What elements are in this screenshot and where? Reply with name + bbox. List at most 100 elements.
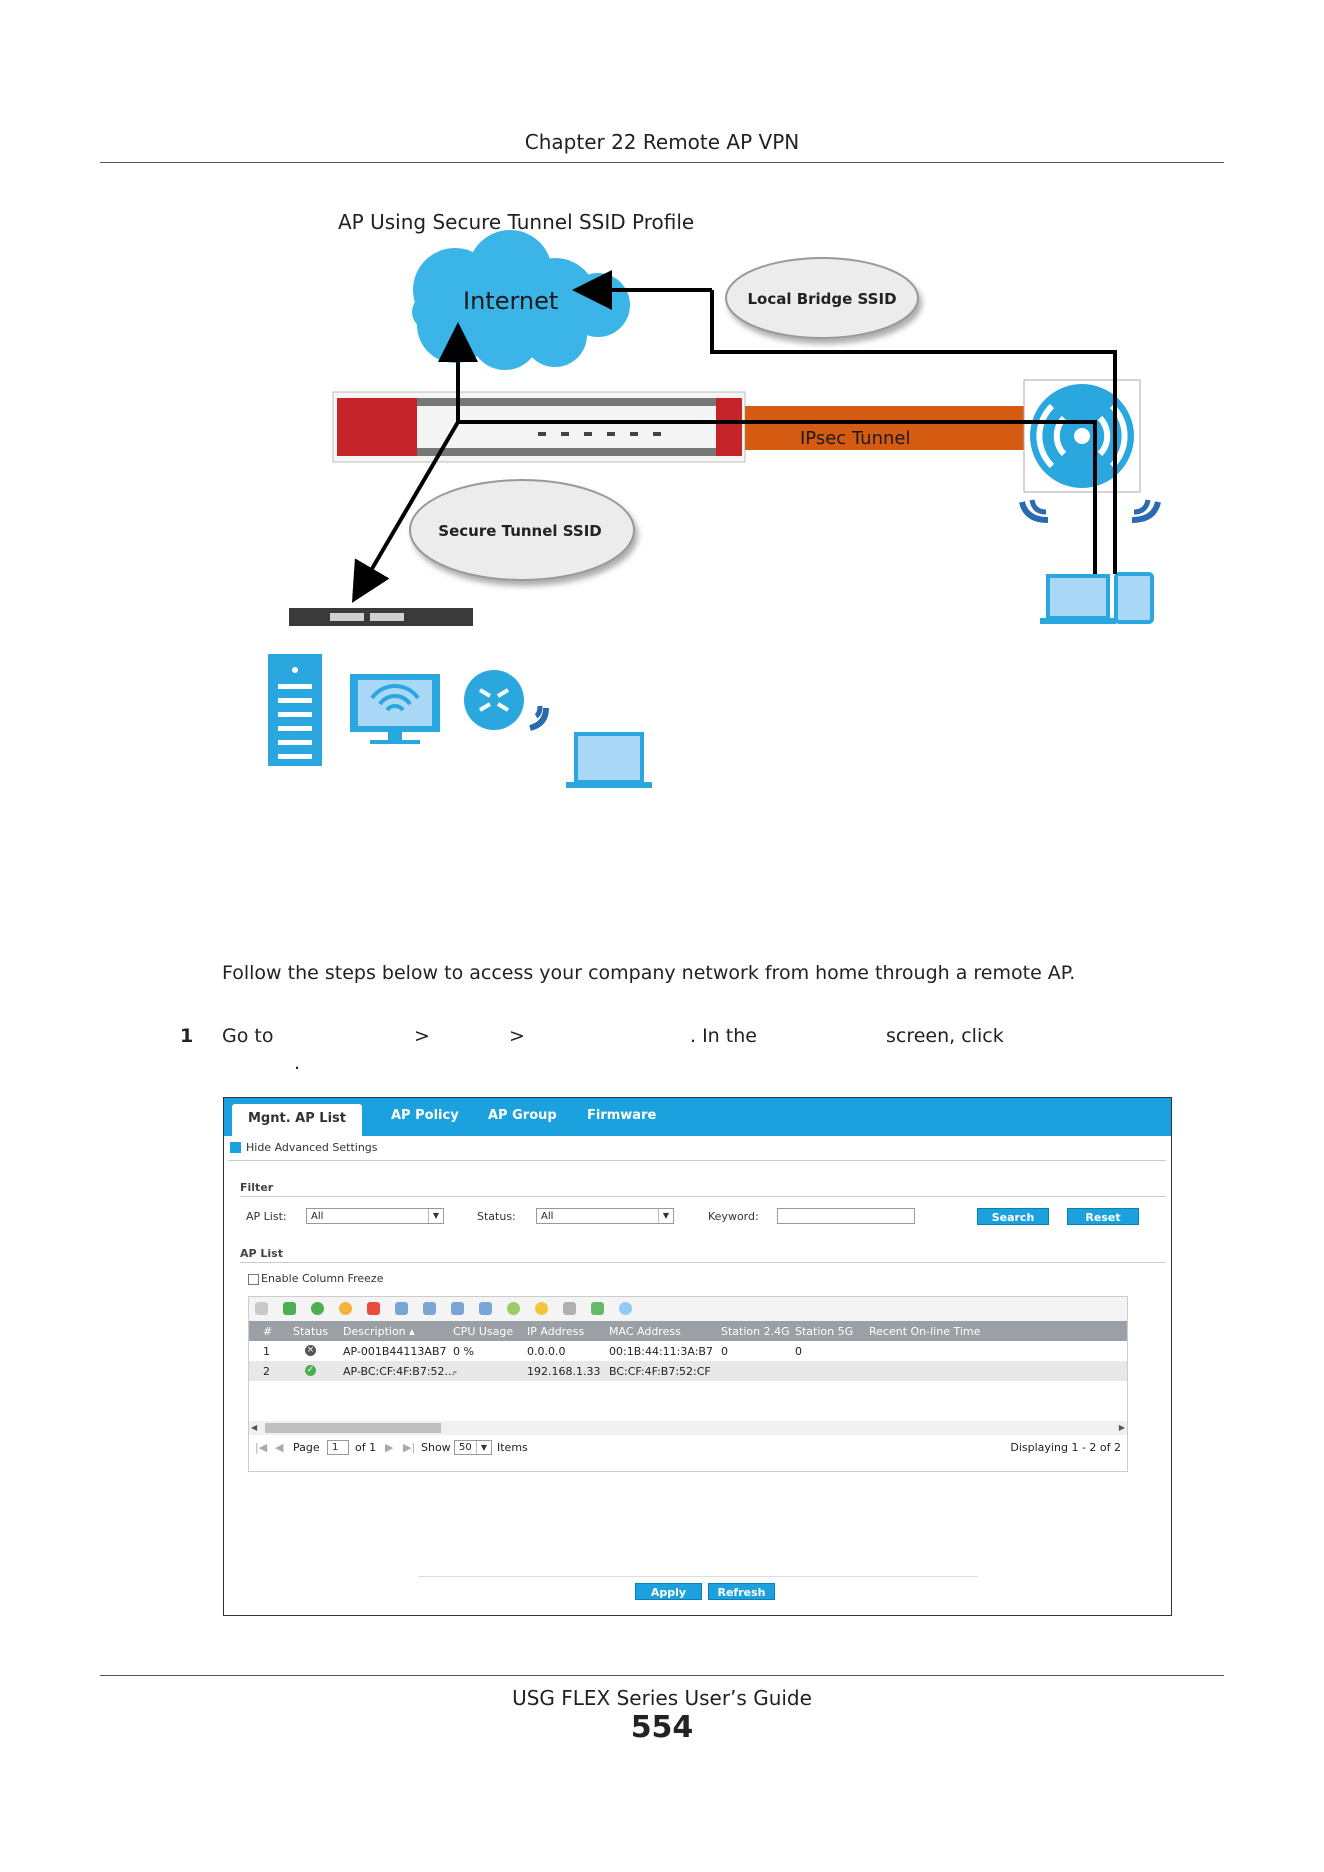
table-header: # Status Description ▴ CPU Usage IP Addr… bbox=[249, 1321, 1127, 1341]
step-go-to: Go to bbox=[222, 1025, 274, 1047]
ap-list-label: AP List: bbox=[246, 1210, 287, 1223]
last-page-icon[interactable]: ▶| bbox=[403, 1441, 416, 1454]
inactivate-icon[interactable] bbox=[339, 1302, 352, 1315]
search-button[interactable]: Search bbox=[977, 1208, 1049, 1225]
remote-laptop-icon bbox=[1040, 574, 1116, 624]
table-row[interactable]: 2 ✓ AP-BC:CF:4F:B7:52... - 192.168.1.33 … bbox=[249, 1361, 1127, 1381]
tag-icon[interactable] bbox=[563, 1302, 576, 1315]
first-page-icon[interactable]: |◀ bbox=[255, 1441, 268, 1454]
page-size-select[interactable]: 50 ▼ bbox=[454, 1440, 492, 1455]
local-laptop-icon bbox=[566, 732, 652, 788]
col-description[interactable]: Description ▴ bbox=[343, 1325, 415, 1338]
secure-tunnel-line bbox=[458, 420, 1097, 574]
col-station-5g[interactable]: Station 5G bbox=[795, 1325, 854, 1338]
pager: |◀ ◀ Page 1 of 1 ▶ ▶| Show 50▼ Items Dis… bbox=[249, 1437, 1127, 1459]
displaying-label: Displaying 1 - 2 of 2 bbox=[1010, 1441, 1121, 1454]
edit-icon[interactable] bbox=[255, 1302, 268, 1315]
page-number: 554 bbox=[630, 1710, 694, 1745]
internet-cloud-icon bbox=[412, 230, 630, 370]
col-status[interactable]: Status bbox=[293, 1325, 329, 1338]
scroll-right-icon[interactable]: ▶ bbox=[1118, 1423, 1125, 1432]
page-input[interactable]: 1 bbox=[327, 1440, 349, 1455]
wave-right-icon bbox=[1131, 501, 1161, 523]
table-row[interactable]: 1 × AP-001B44113AB7 0 % 0.0.0.0 00:1B:44… bbox=[249, 1341, 1127, 1361]
chevron-down-icon: ▼ bbox=[476, 1441, 491, 1454]
status-icon[interactable] bbox=[535, 1302, 548, 1315]
step-period: . bbox=[294, 1052, 301, 1074]
refresh-button[interactable]: Refresh bbox=[708, 1583, 775, 1600]
activate-icon[interactable] bbox=[311, 1302, 324, 1315]
locator-icon[interactable] bbox=[451, 1302, 464, 1315]
settings-icon[interactable] bbox=[507, 1302, 520, 1315]
footer-rule bbox=[100, 1675, 1224, 1676]
internet-label: Internet bbox=[463, 287, 558, 315]
switch-icon bbox=[289, 608, 473, 626]
col-recent-online[interactable]: Recent On-line Time bbox=[869, 1325, 981, 1338]
reset-button[interactable]: Reset bbox=[1067, 1208, 1139, 1225]
keyword-input[interactable] bbox=[777, 1208, 915, 1224]
cell-mac: BC:CF:4F:B7:52:CF bbox=[609, 1365, 711, 1378]
ap-list-select[interactable]: All▼ bbox=[306, 1208, 444, 1224]
ap-list-title: AP List bbox=[240, 1247, 283, 1260]
cell-cpu: 0 % bbox=[453, 1345, 474, 1358]
tab-bar: Mgnt. AP List AP Policy AP Group Firmwar… bbox=[224, 1098, 1171, 1136]
upgrade-icon[interactable] bbox=[395, 1302, 408, 1315]
remove-icon[interactable] bbox=[367, 1302, 380, 1315]
step-in-the: . In the bbox=[690, 1025, 757, 1047]
firewall-device-icon bbox=[332, 391, 746, 463]
ap-list-select-value: All bbox=[311, 1211, 324, 1222]
bridge-icon[interactable] bbox=[591, 1302, 604, 1315]
header-rule bbox=[100, 162, 1224, 163]
scroll-left-icon[interactable]: ◀ bbox=[251, 1423, 258, 1432]
next-page-icon[interactable]: ▶ bbox=[385, 1441, 394, 1454]
guide-title: USG FLEX Series User’s Guide bbox=[512, 1686, 812, 1710]
col-cpu-usage[interactable]: CPU Usage bbox=[453, 1325, 514, 1338]
col-mac-address[interactable]: MAC Address bbox=[609, 1325, 681, 1338]
tab-mgnt-ap-list[interactable]: Mgnt. AP List bbox=[232, 1104, 362, 1136]
tab-firmware[interactable]: Firmware bbox=[587, 1108, 657, 1123]
hide-advanced-link[interactable]: Hide Advanced Settings bbox=[246, 1141, 378, 1154]
ipsec-label: IPsec Tunnel bbox=[800, 428, 910, 449]
wireless-router-icon bbox=[464, 670, 524, 730]
secure-down-arrow bbox=[351, 420, 460, 603]
cell-station-24g: 0 bbox=[721, 1345, 728, 1358]
step-number: 1 bbox=[180, 1025, 194, 1047]
local-bridge-ellipse bbox=[725, 257, 919, 339]
scroll-thumb[interactable] bbox=[265, 1423, 441, 1433]
cell-ip: 192.168.1.33 bbox=[527, 1365, 601, 1378]
group-icon[interactable] bbox=[479, 1302, 492, 1315]
refresh-icon[interactable] bbox=[619, 1302, 632, 1315]
chevron-down-icon: ▼ bbox=[658, 1209, 673, 1223]
apply-button[interactable]: Apply bbox=[635, 1583, 702, 1600]
col-station-24g[interactable]: Station 2.4G bbox=[721, 1325, 790, 1338]
server-icon bbox=[268, 654, 322, 766]
freeze-checkbox[interactable] bbox=[248, 1274, 259, 1285]
ipsec-tunnel-bar bbox=[745, 406, 1025, 450]
intro-text: Follow the steps below to access your co… bbox=[222, 962, 1076, 984]
table-toolbar bbox=[249, 1297, 1127, 1321]
cell-ip: 0.0.0.0 bbox=[527, 1345, 566, 1358]
step-gt-1: > bbox=[414, 1025, 430, 1047]
show-label: Show bbox=[421, 1441, 451, 1454]
status-select[interactable]: All▼ bbox=[536, 1208, 674, 1224]
tab-ap-policy[interactable]: AP Policy bbox=[391, 1108, 459, 1123]
prev-page-icon[interactable]: ◀ bbox=[275, 1441, 284, 1454]
reboot-icon[interactable] bbox=[423, 1302, 436, 1315]
cell-cpu: - bbox=[453, 1365, 457, 1378]
keyword-label: Keyword: bbox=[708, 1210, 759, 1223]
col-ip-address[interactable]: IP Address bbox=[527, 1325, 585, 1338]
page-size-value: 50 bbox=[459, 1442, 472, 1453]
cell-mac: 00:1B:44:11:3A:B7 bbox=[609, 1345, 713, 1358]
col-number[interactable]: # bbox=[263, 1325, 273, 1338]
cell-station-5g: 0 bbox=[795, 1345, 802, 1358]
copy-icon[interactable] bbox=[283, 1302, 296, 1315]
cell-description: AP-BC:CF:4F:B7:52... bbox=[343, 1365, 456, 1378]
cell-number: 2 bbox=[263, 1365, 270, 1378]
tab-ap-group[interactable]: AP Group bbox=[488, 1108, 557, 1123]
items-label: Items bbox=[497, 1441, 528, 1454]
local-bridge-label: Local Bridge SSID bbox=[747, 290, 896, 308]
cell-description: AP-001B44113AB7 bbox=[343, 1345, 447, 1358]
advanced-settings-icon bbox=[230, 1142, 241, 1153]
horizontal-scrollbar[interactable]: ◀ ▶ bbox=[249, 1421, 1127, 1435]
ap-table: # Status Description ▴ CPU Usage IP Addr… bbox=[248, 1296, 1128, 1472]
